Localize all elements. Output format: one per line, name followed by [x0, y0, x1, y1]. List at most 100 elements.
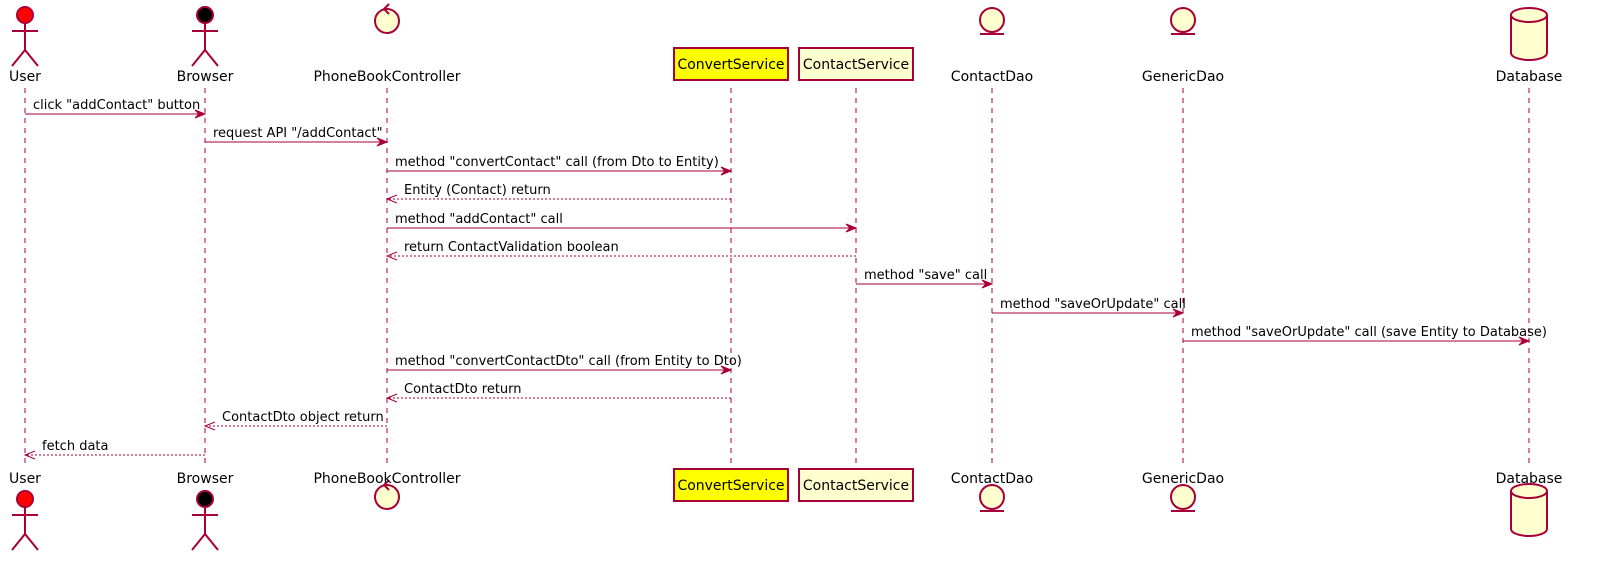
genericdao-label: GenericDao — [1142, 471, 1224, 487]
controller-label: PhoneBookController — [313, 69, 460, 85]
database-label: Database — [1496, 471, 1563, 487]
convert-label: ConvertService — [677, 57, 784, 73]
arrowhead-icon — [981, 279, 994, 289]
message-5: method "addContact" call — [387, 212, 858, 233]
browser-head-icon — [196, 6, 214, 24]
arrowhead-icon — [1172, 308, 1185, 318]
arrowhead-icon — [720, 365, 733, 375]
database-top-icon — [1510, 483, 1548, 499]
convert-box — [673, 468, 789, 502]
database-top-icon — [1510, 7, 1548, 23]
message-9: method "saveOrUpdate" call (save Entity … — [1183, 325, 1547, 346]
message-11: ContactDto return — [385, 382, 731, 403]
message-label: method "addContact" call — [395, 212, 563, 227]
user-legs-icon — [11, 532, 39, 551]
participant-convert-bottom: ConvertService — [673, 468, 789, 502]
database-icon — [1510, 15, 1548, 61]
participants-top: User Browser PhoneBookController ConvertSer… — [9, 3, 1563, 85]
messages: click "addContact" button request API "/a… — [23, 98, 1547, 460]
message-label: method "save" call — [864, 268, 987, 283]
arrowhead-icon — [376, 137, 389, 147]
message-label: click "addContact" button — [33, 98, 200, 113]
participant-convert-top: ConvertService — [673, 47, 789, 81]
message-4: Entity (Contact) return — [385, 183, 731, 204]
entity-icon — [979, 7, 1005, 33]
message-label: method "saveOrUpdate" call (save Entity … — [1191, 325, 1547, 340]
contactsvc-box — [798, 468, 914, 502]
controller-label: PhoneBookController — [313, 471, 460, 487]
contactsvc-box — [798, 47, 914, 81]
message-label: method "convertContact" call (from Dto t… — [395, 155, 719, 170]
user-label: User — [9, 471, 41, 487]
database-icon — [1510, 491, 1548, 537]
control-arrow-icon — [382, 3, 390, 15]
participant-database-bottom: Database — [1496, 471, 1563, 537]
control-icon — [374, 484, 400, 510]
user-head-icon — [16, 490, 34, 508]
message-12: ContactDto object return — [203, 410, 387, 431]
message-1: click "addContact" button — [25, 98, 207, 119]
participant-contactsvc-top: ContactService — [798, 47, 914, 81]
convert-label: ConvertService — [677, 478, 784, 494]
genericdao-label: GenericDao — [1142, 69, 1224, 85]
contactdao-label: ContactDao — [951, 471, 1033, 487]
entity-icon — [1170, 7, 1196, 33]
participant-user-bottom: User — [9, 471, 41, 551]
user-label: User — [9, 69, 41, 85]
message-8: method "saveOrUpdate" call — [992, 297, 1186, 318]
contactsvc-label: ContactService — [803, 478, 909, 494]
browser-label: Browser — [177, 69, 234, 85]
open-arrowhead-icon — [385, 194, 398, 204]
participant-genericdao-bottom: GenericDao — [1142, 471, 1224, 512]
arrowhead-icon — [845, 223, 858, 233]
message-label: Entity (Contact) return — [404, 183, 551, 198]
message-7: method "save" call — [856, 268, 994, 289]
browser-legs-icon — [191, 532, 219, 551]
convert-box — [673, 47, 789, 81]
arrowhead-icon — [1518, 336, 1531, 346]
message-label: method "convertContactDto" call (from En… — [395, 354, 742, 369]
participant-contactdao-top: ContactDao — [951, 7, 1033, 85]
participant-controller-top: PhoneBookController — [313, 3, 461, 85]
database-label: Database — [1496, 69, 1563, 85]
control-arrow-icon — [382, 479, 390, 491]
entity-icon — [1170, 484, 1196, 510]
message-2: request API "/addContact" — [205, 126, 389, 147]
message-label: method "saveOrUpdate" call — [1000, 297, 1186, 312]
message-6: return ContactValidation boolean — [385, 240, 856, 261]
participant-browser-bottom: Browser — [177, 471, 234, 551]
message-label: ContactDto return — [404, 382, 522, 397]
browser-head-icon — [196, 490, 214, 508]
message-10: method "convertContactDto" call (from En… — [387, 354, 742, 375]
participant-browser-top: Browser — [177, 6, 234, 85]
user-legs-icon — [11, 48, 39, 67]
browser-label: Browser — [177, 471, 234, 487]
message-label: ContactDto object return — [222, 410, 384, 425]
open-arrowhead-icon — [385, 251, 398, 261]
entity-icon — [979, 484, 1005, 510]
participant-genericdao-top: GenericDao — [1142, 7, 1224, 85]
participant-controller-bottom: PhoneBookController — [313, 471, 461, 510]
message-3: method "convertContact" call (from Dto t… — [387, 155, 733, 176]
participant-contactsvc-bottom: ContactService — [798, 468, 914, 502]
message-label: return ContactValidation boolean — [404, 240, 619, 255]
contactdao-label: ContactDao — [951, 69, 1033, 85]
browser-legs-icon — [191, 48, 219, 67]
participants-bottom: User Browser PhoneBookController ConvertSer… — [9, 468, 1563, 551]
open-arrowhead-icon — [385, 393, 398, 403]
arrowhead-icon — [720, 166, 733, 176]
lifelines — [24, 88, 1530, 468]
participant-database-top: Database — [1496, 7, 1563, 85]
participant-contactdao-bottom: ContactDao — [951, 471, 1033, 512]
open-arrowhead-icon — [203, 421, 216, 431]
contactsvc-label: ContactService — [803, 57, 909, 73]
open-arrowhead-icon — [23, 450, 36, 460]
control-icon — [374, 8, 400, 34]
message-label: fetch data — [42, 439, 108, 454]
participant-user-top: User — [9, 6, 41, 85]
message-13: fetch data — [23, 439, 205, 460]
message-label: request API "/addContact" — [213, 126, 383, 141]
user-head-icon — [16, 6, 34, 24]
arrowhead-icon — [194, 109, 207, 119]
